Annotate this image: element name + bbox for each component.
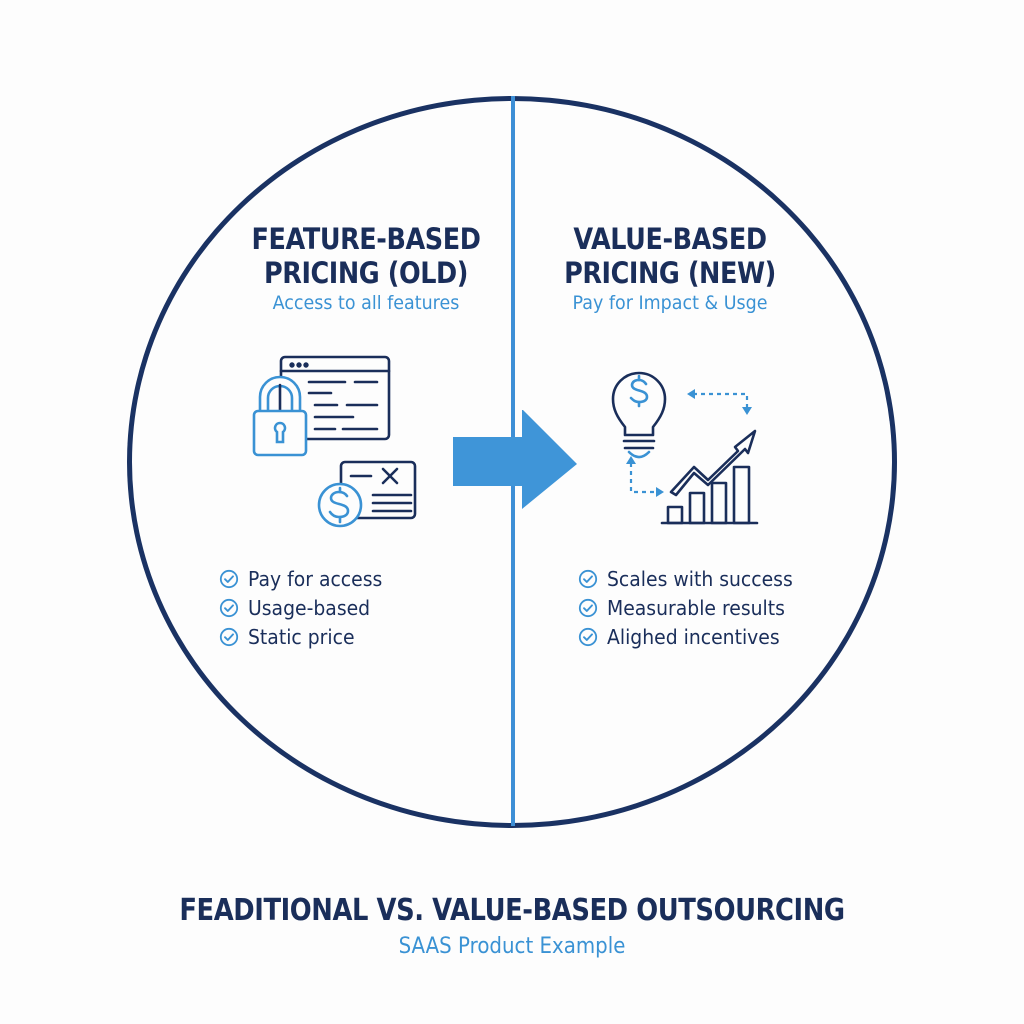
checklist-label: Alighed incentives bbox=[607, 624, 780, 649]
dollar-coin-icon bbox=[317, 482, 363, 528]
padlock-icon bbox=[252, 375, 308, 457]
checklist-item: Usage-based bbox=[219, 593, 391, 622]
check-circle-icon bbox=[219, 627, 239, 646]
right-title-line1: VALUE-BASED bbox=[573, 222, 767, 256]
check-circle-icon bbox=[578, 627, 598, 646]
check-circle-icon bbox=[219, 569, 239, 588]
checklist-item: Static price bbox=[219, 622, 391, 651]
left-panel-subtitle: Access to all features bbox=[272, 292, 460, 314]
checklist-label: Scales with success bbox=[607, 566, 793, 591]
check-circle-icon bbox=[578, 598, 598, 617]
checklist-label: Measurable results bbox=[607, 595, 785, 620]
left-panel-title: FEATURE-BASED PRICING (OLD) bbox=[225, 222, 507, 290]
checklist-label: Usage-based bbox=[248, 595, 371, 620]
invoice-cancel-icon bbox=[339, 460, 417, 520]
footer-subtitle: SAAS Product Example bbox=[398, 934, 626, 959]
right-title-line2: PRICING (NEW) bbox=[564, 256, 776, 290]
checklist-item: Alighed incentives bbox=[578, 622, 805, 651]
left-title-line1: FEATURE-BASED bbox=[251, 222, 481, 256]
left-title-line2: PRICING (OLD) bbox=[263, 256, 469, 290]
checklist-item: Measurable results bbox=[578, 593, 805, 622]
growth-chart-icon bbox=[660, 429, 759, 525]
left-checklist: Pay for access Usage-based Static price bbox=[219, 564, 391, 651]
browser-window-icon bbox=[279, 355, 391, 441]
feature-access-illustration bbox=[252, 355, 417, 528]
checklist-item: Scales with success bbox=[578, 564, 805, 593]
right-checklist: Scales with success Measurable results A… bbox=[578, 564, 805, 651]
value-growth-illustration bbox=[611, 371, 759, 525]
check-circle-icon bbox=[578, 569, 598, 588]
lightbulb-dollar-icon bbox=[611, 371, 667, 459]
dashed-cycle-arrows-icon bbox=[629, 392, 749, 494]
right-panel-title: VALUE-BASED PRICING (NEW) bbox=[529, 222, 811, 290]
arrow-right-icon bbox=[453, 410, 577, 509]
check-circle-icon bbox=[219, 598, 239, 617]
checklist-label: Static price bbox=[248, 624, 355, 649]
dashed-arrowheads bbox=[626, 389, 752, 497]
footer-title: FEADITIONAL VS. VALUE-BASED OUTSOURCING bbox=[179, 893, 845, 928]
checklist-label: Pay for access bbox=[248, 566, 383, 591]
right-panel-subtitle: Pay for Impact & Usge bbox=[572, 292, 768, 314]
checklist-item: Pay for access bbox=[219, 564, 391, 593]
